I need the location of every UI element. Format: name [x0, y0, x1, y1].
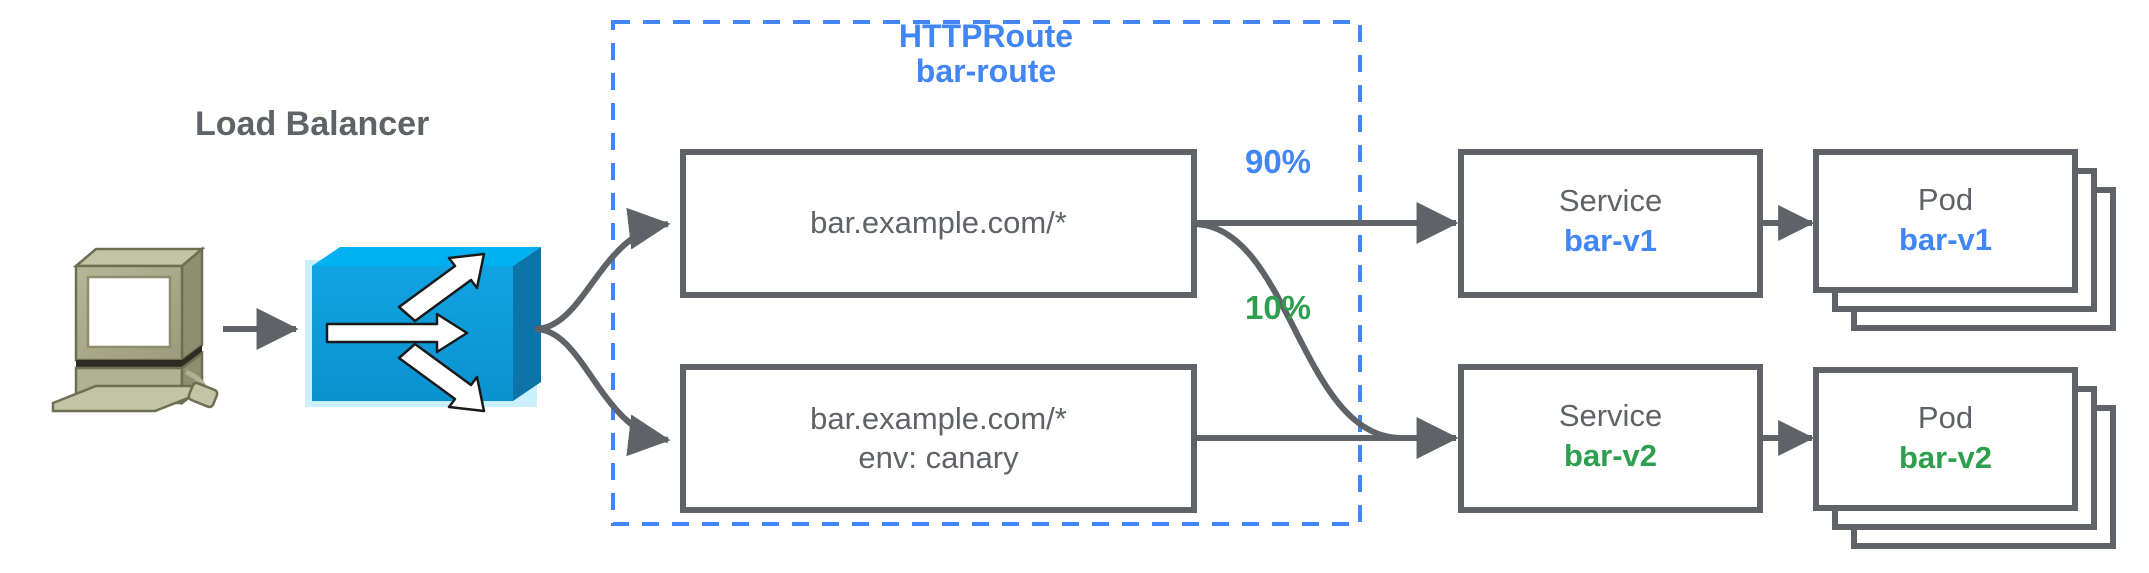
pod-stack-bar-v1	[1813, 149, 2116, 331]
service-box-bar-v2[interactable]	[1458, 364, 1763, 513]
arrow-rule-primary-to-service-v2	[1193, 221, 1401, 441]
desktop-computer-icon	[51, 246, 219, 413]
arrow-lb-to-rule-canary	[534, 326, 671, 457]
load-balancer-cube-icon	[305, 247, 541, 413]
pod-stack-bar-v2	[1813, 367, 2116, 549]
httproute-dashed-container	[611, 20, 1362, 526]
pod-box-bar-v1[interactable]	[1813, 149, 2078, 293]
pod-box-bar-v2[interactable]	[1813, 367, 2078, 511]
service-box-bar-v1[interactable]	[1458, 149, 1763, 298]
rule-box-primary[interactable]	[680, 149, 1197, 298]
rule-box-canary[interactable]	[680, 364, 1197, 513]
arrow-lb-to-rule-primary	[534, 207, 671, 332]
